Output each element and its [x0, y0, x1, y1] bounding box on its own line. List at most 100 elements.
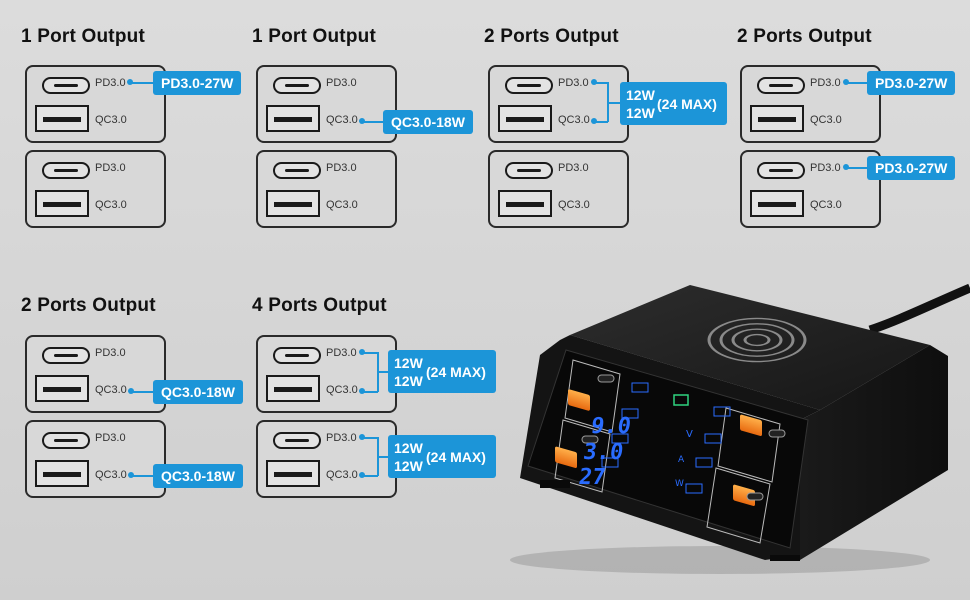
output-badge: QC3.0-18W — [383, 110, 473, 134]
current-readout: 3.0 — [582, 439, 625, 465]
connector-line — [362, 352, 378, 354]
output-watts: 12W — [394, 458, 423, 474]
usb-c-port-icon — [42, 77, 90, 94]
usb-c-port-icon — [757, 77, 805, 94]
usb-c-port-icon — [505, 77, 553, 94]
connector-dot — [359, 434, 365, 440]
usb-a-port-icon — [266, 190, 320, 217]
usb-c-port-icon — [273, 347, 321, 364]
port-label: QC3.0 — [558, 114, 590, 126]
connector-line — [377, 371, 389, 373]
connector-line — [362, 121, 384, 123]
connector-dot — [128, 388, 134, 394]
connector-line — [377, 456, 389, 458]
connector-dot — [359, 349, 365, 355]
connector-line — [362, 391, 378, 393]
usb-a-port-icon — [35, 105, 89, 132]
voltage-readout: 9.0 — [589, 413, 632, 439]
svg-text:W: W — [675, 479, 684, 489]
usb-a-port-icon — [498, 190, 552, 217]
group-6-title: 4 Ports Output — [252, 295, 387, 316]
charging-station-device: 9.0 3.0 27 V A W — [510, 283, 970, 574]
usb-a-port-icon — [750, 105, 804, 132]
group-2-title: 1 Port Output — [252, 26, 376, 47]
port-label: QC3.0 — [95, 384, 127, 396]
port-label: PD3.0 — [326, 347, 357, 359]
connector-line — [131, 391, 154, 393]
port-label: QC3.0 — [95, 114, 127, 126]
usb-a-port-icon — [498, 105, 552, 132]
port-label: PD3.0 — [95, 77, 126, 89]
port-label: PD3.0 — [95, 432, 126, 444]
usb-a-port-icon — [35, 375, 89, 402]
shared-output-badge: 12W 12W (24 MAX) — [388, 435, 496, 478]
port-label: QC3.0 — [326, 384, 358, 396]
connector-line — [131, 475, 154, 477]
max-output: (24 MAX) — [426, 364, 486, 380]
port-label: PD3.0 — [326, 432, 357, 444]
output-badge: PD3.0-27W — [867, 156, 956, 180]
connector-dot — [591, 118, 597, 124]
connector-dot — [359, 388, 365, 394]
charger-module: PD3.0 QC3.0 — [256, 335, 397, 413]
max-output: (24 MAX) — [657, 96, 717, 112]
usb-c-port-icon — [42, 432, 90, 449]
output-watts: 12W — [626, 87, 655, 103]
port-label: QC3.0 — [810, 199, 842, 211]
charger-module: PD3.0 QC3.0 — [25, 420, 166, 498]
connector-line — [594, 82, 608, 84]
charger-module: PD3.0 QC3.0 — [256, 420, 397, 498]
usb-c-port-icon — [273, 77, 321, 94]
connector-dot — [843, 79, 849, 85]
output-watts: 12W — [394, 440, 423, 456]
usb-c-port-icon — [273, 162, 321, 179]
usb-c-port-icon — [273, 432, 321, 449]
connector-dot — [843, 164, 849, 170]
connector-dot — [359, 118, 365, 124]
usb-c-port-icon — [505, 162, 553, 179]
charger-module: PD3.0 QC3.0 — [488, 65, 629, 143]
usb-a-port-icon — [266, 375, 320, 402]
group-4-title: 2 Ports Output — [737, 26, 872, 47]
power-readout: 27 — [577, 464, 607, 490]
charger-module: PD3.0 QC3.0 — [25, 65, 166, 143]
port-label: QC3.0 — [326, 199, 358, 211]
shared-output-badge: 12W 12W (24 MAX) — [388, 350, 496, 393]
usb-a-port-icon — [266, 105, 320, 132]
port-label: PD3.0 — [558, 77, 589, 89]
output-watts: 12W — [394, 373, 423, 389]
connector-dot — [128, 472, 134, 478]
usb-c-port-icon — [42, 162, 90, 179]
port-label: QC3.0 — [558, 199, 590, 211]
charger-module: PD3.0 QC3.0 — [256, 150, 397, 228]
connector-line — [594, 121, 608, 123]
usb-a-port-icon — [266, 460, 320, 487]
port-label: PD3.0 — [95, 162, 126, 174]
charger-module: PD3.0 QC3.0 — [25, 150, 166, 228]
connector-dot — [359, 472, 365, 478]
svg-text:V: V — [686, 429, 693, 440]
port-label: QC3.0 — [810, 114, 842, 126]
connector-line — [362, 437, 378, 439]
port-label: PD3.0 — [810, 77, 841, 89]
charger-module: PD3.0 QC3.0 — [25, 335, 166, 413]
group-1-title: 1 Port Output — [21, 26, 145, 47]
port-label: PD3.0 — [95, 347, 126, 359]
charger-module: PD3.0 QC3.0 — [740, 65, 881, 143]
port-label: QC3.0 — [326, 469, 358, 481]
connector-dot — [127, 79, 133, 85]
port-label: QC3.0 — [326, 114, 358, 126]
shared-output-badge: 12W 12W (24 MAX) — [620, 82, 727, 125]
charger-module: PD3.0 QC3.0 — [488, 150, 629, 228]
group-5-title: 2 Ports Output — [21, 295, 156, 316]
output-badge: QC3.0-18W — [153, 380, 243, 404]
usb-a-port-icon — [35, 460, 89, 487]
usb-a-port-icon — [750, 190, 804, 217]
port-label: PD3.0 — [558, 162, 589, 174]
port-label: QC3.0 — [95, 469, 127, 481]
port-label: PD3.0 — [326, 162, 357, 174]
port-label: PD3.0 — [326, 77, 357, 89]
connector-line — [130, 82, 154, 84]
group-3-title: 2 Ports Output — [484, 26, 619, 47]
charger-module: PD3.0 QC3.0 — [740, 150, 881, 228]
